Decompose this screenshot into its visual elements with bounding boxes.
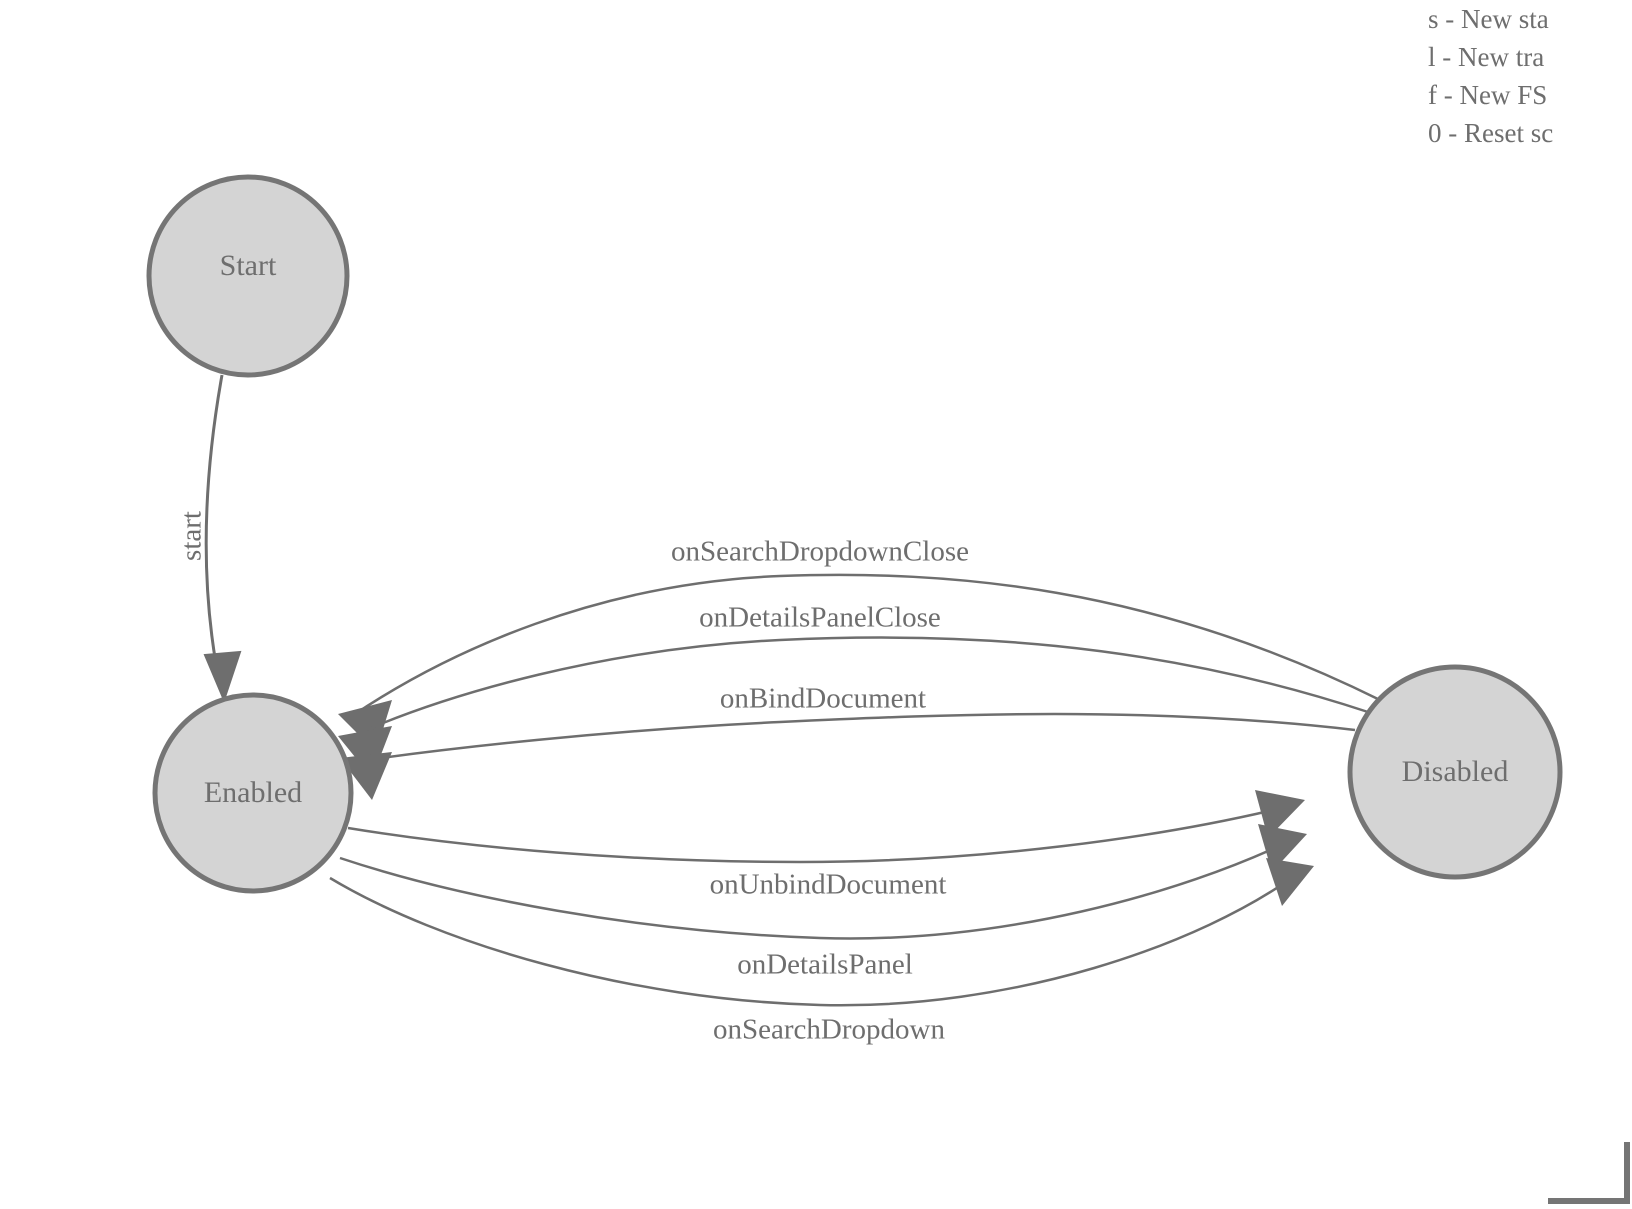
keyboard-shortcut-legend: s - New sta l - New tra f - New FS 0 - R… xyxy=(1428,0,1632,152)
legend-line-new-state: s - New sta xyxy=(1428,4,1549,34)
node-enabled[interactable] xyxy=(152,692,354,894)
edge-disabled-to-enabled-onbinddocument[interactable] xyxy=(340,712,1356,800)
node-label-disabled: Disabled xyxy=(1401,755,1509,788)
edge-label-onsearchdropdownclose: onSearchDropdownClose xyxy=(670,535,970,568)
edge-start-to-enabled[interactable] xyxy=(203,374,242,703)
legend-line-reset: 0 - Reset sc xyxy=(1428,118,1554,148)
edge-label-ondetailspanelclose: onDetailsPanelClose xyxy=(699,601,941,634)
node-label-enabled: Enabled xyxy=(203,776,303,809)
node-label-start: Start xyxy=(219,249,277,282)
canvas-corner-mark xyxy=(1548,1142,1630,1204)
edge-label-onbinddocument: onBindDocument xyxy=(719,682,927,715)
edge-label-onunbinddocument: onUnbindDocument xyxy=(709,868,947,901)
edge-label-ondetailspanel: onDetailsPanel xyxy=(737,948,913,981)
edge-enabled-to-disabled-onunbinddocument[interactable] xyxy=(347,790,1305,864)
edge-label-onsearchdropdown: onSearchDropdown xyxy=(713,1013,945,1046)
legend-line-new-fsm: f - New FS xyxy=(1428,80,1548,110)
edge-label-start: start xyxy=(175,511,208,561)
node-disabled[interactable] xyxy=(1347,664,1563,880)
node-start[interactable] xyxy=(146,174,350,378)
edge-disabled-to-enabled-ondetailspanelclose[interactable] xyxy=(338,636,1369,778)
legend-line-new-transition: l - New tra xyxy=(1428,42,1545,72)
edge-enabled-to-disabled-onsearchdropdown[interactable] xyxy=(329,858,1314,1007)
